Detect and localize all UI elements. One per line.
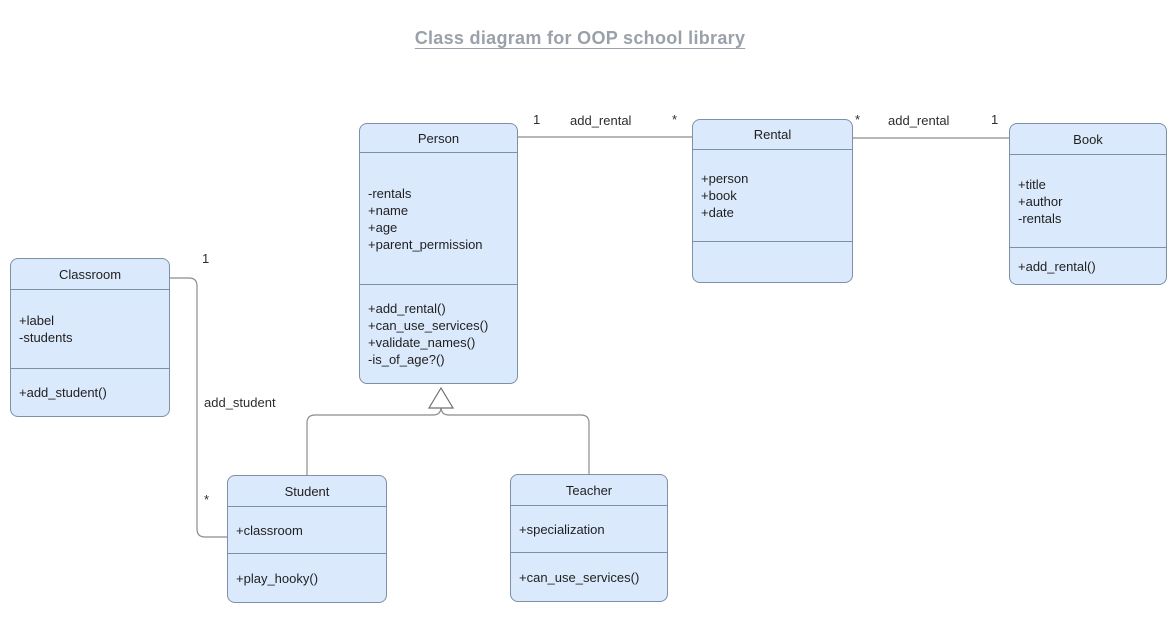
student-methods: +play_hooky() bbox=[228, 553, 386, 602]
method: -is_of_age?() bbox=[368, 352, 445, 367]
attribute: +label bbox=[19, 313, 55, 328]
edge-label-rental-book: add_rental bbox=[888, 113, 950, 128]
rental-methods bbox=[693, 241, 852, 282]
edge-label-person-rental: add_rental bbox=[570, 113, 632, 128]
multiplicity-student-classroom: * bbox=[204, 492, 210, 507]
class-title-classroom: Classroom bbox=[58, 266, 122, 282]
multiplicity-rental-person: * bbox=[672, 112, 678, 127]
book-attributes: +title +author -rentals bbox=[1010, 154, 1166, 247]
class-box-book: Book +title +author -rentals +add_rental… bbox=[1009, 123, 1167, 285]
attribute: +parent_permission bbox=[368, 236, 483, 252]
inheritance-triangle-icon bbox=[427, 386, 455, 409]
method: +add_rental() bbox=[368, 301, 446, 316]
class-box-teacher: Teacher +specialization +can_use_service… bbox=[510, 474, 668, 602]
multiplicity-rental-book: * bbox=[855, 112, 861, 127]
class-box-rental: Rental +person +book +date bbox=[692, 119, 853, 283]
student-attributes: +classroom bbox=[228, 506, 386, 553]
edge-inherit-student bbox=[306, 406, 442, 475]
attribute: +person bbox=[701, 171, 749, 186]
edge-label-classroom-student: add_student bbox=[204, 395, 276, 410]
person-methods: +add_rental() +can_use_services() +valid… bbox=[360, 284, 517, 383]
book-methods: +add_rental() bbox=[1010, 247, 1166, 284]
method: +play_hooky() bbox=[236, 570, 319, 586]
attribute: -rentals bbox=[368, 185, 412, 201]
classroom-attributes: +label -students bbox=[11, 289, 169, 368]
class-title-book: Book bbox=[1073, 131, 1103, 147]
rental-attributes: +person +book +date bbox=[693, 149, 852, 241]
class-title-rental: Rental bbox=[753, 127, 792, 142]
class-box-classroom: Classroom +label -students +add_student(… bbox=[10, 258, 170, 417]
class-box-person: Person -rentals +name +age +parent_permi… bbox=[359, 123, 518, 384]
method: +add_student() bbox=[19, 385, 107, 400]
multiplicity-person-rental: 1 bbox=[533, 112, 541, 127]
class-title-teacher: Teacher bbox=[565, 482, 613, 498]
diagram-title: Class diagram for OOP school library bbox=[414, 28, 746, 48]
attribute: +name bbox=[368, 202, 409, 218]
attribute: +date bbox=[701, 205, 734, 220]
class-box-student: Student +classroom +play_hooky() bbox=[227, 475, 387, 603]
method: +validate_names() bbox=[368, 335, 476, 350]
method: +can_use_services() bbox=[519, 569, 640, 585]
person-attributes: -rentals +name +age +parent_permission bbox=[360, 152, 517, 284]
class-title-student: Student bbox=[284, 483, 330, 499]
method: +can_use_services() bbox=[368, 318, 489, 333]
attribute: +book bbox=[701, 188, 737, 203]
attribute: +title bbox=[1018, 176, 1046, 192]
attribute: +specialization bbox=[519, 521, 605, 537]
teacher-attributes: +specialization bbox=[511, 505, 667, 552]
class-title-person: Person bbox=[417, 130, 460, 146]
multiplicity-book-rental: 1 bbox=[991, 112, 999, 127]
edge-inherit-teacher bbox=[440, 406, 590, 474]
multiplicity-classroom-student: 1 bbox=[202, 251, 210, 266]
attribute: -rentals bbox=[1018, 210, 1062, 226]
classroom-methods: +add_student() bbox=[11, 368, 169, 416]
attribute: +author bbox=[1018, 193, 1063, 209]
attribute: +age bbox=[368, 219, 398, 235]
method: +add_rental() bbox=[1018, 258, 1096, 274]
attribute: +classroom bbox=[236, 522, 303, 538]
teacher-methods: +can_use_services() bbox=[511, 552, 667, 601]
attribute: -students bbox=[19, 330, 73, 345]
